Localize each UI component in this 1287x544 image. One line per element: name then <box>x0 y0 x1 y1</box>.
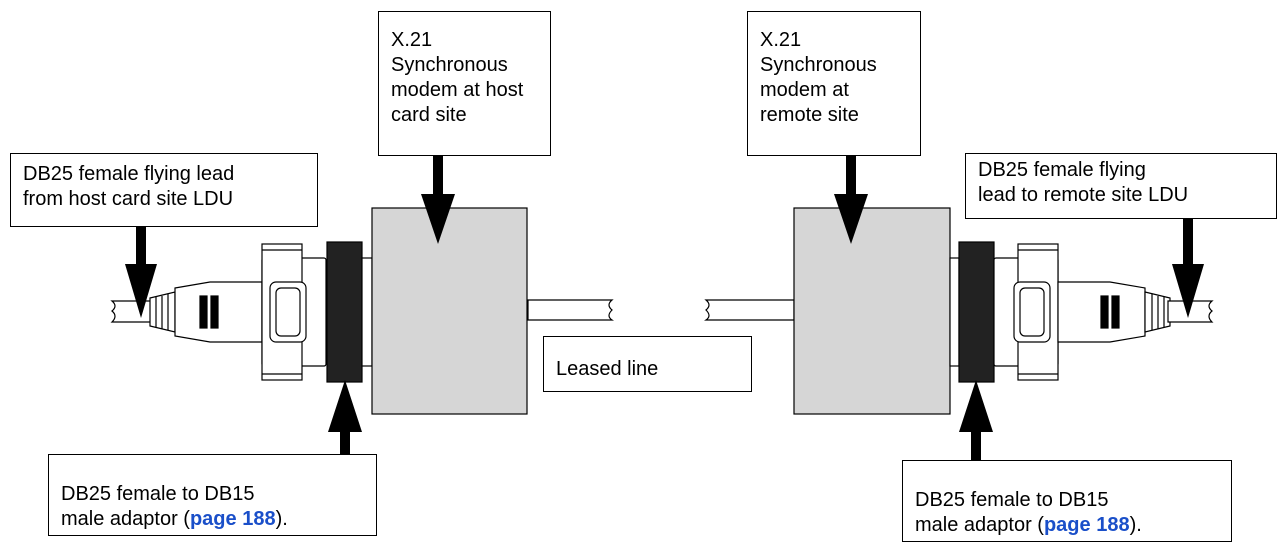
label-remote-modem-line-2: Synchronous <box>760 54 877 76</box>
label-host-flying-lead-line-2: from host card site LDU <box>23 188 234 210</box>
label-remote-flying-lead: DB25 female flying lead to remote site L… <box>965 153 1277 219</box>
label-host-adaptor-line-1: DB25 female to DB15 <box>61 483 255 505</box>
remote-flying-lead-cable <box>1144 291 1214 333</box>
label-remote-modem-line-4: remote site <box>760 104 859 126</box>
host-modem <box>371 207 528 415</box>
label-remote-modem-line-1: X.21 <box>760 29 802 51</box>
label-host-modem-line-2: Synchronous <box>391 54 508 76</box>
label-host-modem: X.21 Synchronous modem at host card site <box>378 11 551 156</box>
remote-modem <box>793 207 951 415</box>
label-remote-modem-line-3: modem at <box>760 79 849 101</box>
arrow-remote-lead <box>1172 218 1204 318</box>
arrow-host-modem <box>421 154 455 244</box>
page-188-link[interactable]: page 188 <box>189 508 276 530</box>
label-host-adaptor: DB25 female to DB15 male adaptor (page 1… <box>48 454 377 536</box>
leased-line-cable-right <box>704 299 795 321</box>
label-host-flying-lead-line-1: DB25 female flying lead <box>23 163 235 185</box>
label-remote-adaptor: DB25 female to DB15 male adaptor (page 1… <box>902 460 1232 542</box>
host-db15-adaptor <box>326 241 373 383</box>
label-remote-flying-lead-line-1: DB25 female flying <box>978 159 1146 181</box>
label-remote-adaptor-line-2: male adaptor (page 188). <box>915 513 1219 538</box>
label-host-modem-line-4: card site <box>391 104 467 126</box>
remote-db25-plug <box>993 243 1146 381</box>
label-remote-adaptor-line-1: DB25 female to DB15 <box>915 489 1109 511</box>
label-host-adaptor-line-2: male adaptor (page 188). <box>61 507 364 532</box>
label-remote-modem: X.21 Synchronous modem at remote site <box>747 11 921 156</box>
label-host-adaptor-suffix: ). <box>275 508 288 530</box>
host-db25-plug <box>174 243 327 381</box>
arrow-remote-adaptor <box>959 380 993 460</box>
leased-line-cable-left <box>527 299 614 321</box>
label-remote-adaptor-suffix: ). <box>1129 514 1142 536</box>
label-host-modem-line-3: modem at host <box>391 79 524 101</box>
label-host-modem-line-1: X.21 <box>391 29 433 51</box>
label-leased-line: Leased line <box>543 336 752 392</box>
arrow-remote-modem <box>834 154 868 244</box>
label-remote-flying-lead-line-2: lead to remote site LDU <box>978 184 1189 206</box>
label-leased-line-text: Leased line <box>556 358 659 380</box>
label-remote-adaptor-prefix: male adaptor ( <box>915 514 1044 536</box>
arrow-host-lead <box>125 226 157 318</box>
arrow-host-adaptor <box>328 380 362 454</box>
remote-db15-adaptor <box>949 241 995 383</box>
page-188-link[interactable]: page 188 <box>1043 514 1130 536</box>
label-host-flying-lead: DB25 female flying lead from host card s… <box>10 153 318 227</box>
label-host-adaptor-prefix: male adaptor ( <box>61 508 190 530</box>
